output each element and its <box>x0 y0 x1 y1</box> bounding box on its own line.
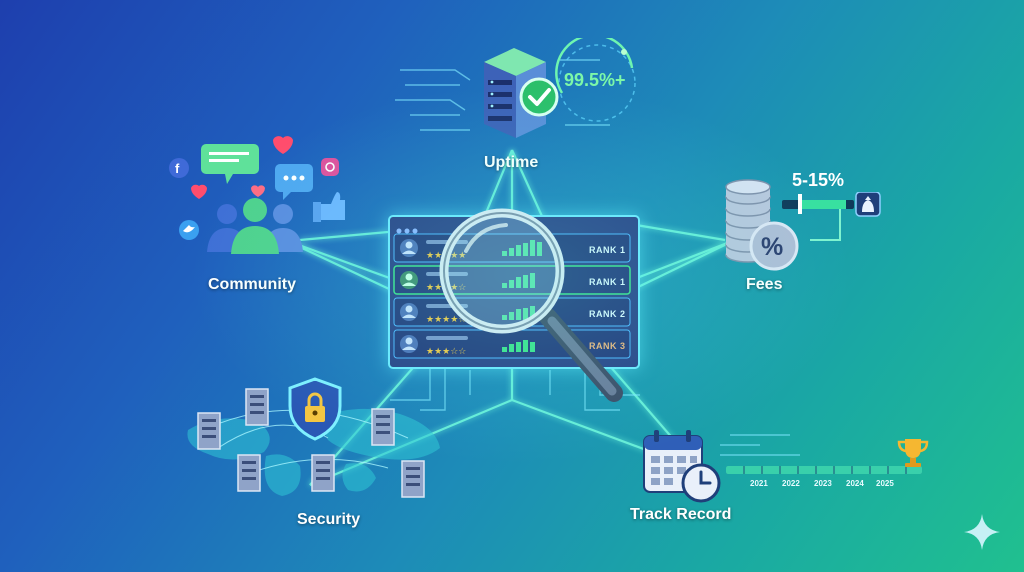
rank-label: RANK 2 <box>589 309 626 319</box>
sparkle-icon <box>964 514 1000 550</box>
timeline-year: 2021 <box>750 479 768 488</box>
timeline-bar <box>726 466 922 474</box>
rank-label: RANK 1 <box>589 245 626 255</box>
uptime-label: Uptime <box>484 154 539 171</box>
money-bag-icon <box>862 196 874 212</box>
community-illustration: f <box>169 136 345 254</box>
svg-text:f: f <box>175 161 180 176</box>
check-badge-icon <box>519 77 559 117</box>
svg-text:★★★★☆: ★★★★☆ <box>426 315 466 325</box>
svg-text:%: % <box>761 233 783 261</box>
server-icon <box>197 412 221 450</box>
timeline-year: 2022 <box>782 479 800 488</box>
timeline-year: 2024 <box>846 479 864 488</box>
uptime-value: 99.5%+ <box>564 70 626 90</box>
clock-icon <box>681 463 721 503</box>
fees-range-bar <box>782 192 881 241</box>
rank-label: RANK 3 <box>589 341 626 351</box>
facebook-icon <box>169 158 189 178</box>
shield-lock-icon <box>288 377 342 441</box>
window-controls <box>396 221 426 234</box>
people-icon <box>207 198 303 254</box>
rank-label: RANK 1 <box>589 277 626 287</box>
uptime-gauge <box>555 38 636 122</box>
instagram-icon <box>321 158 339 176</box>
timeline-year: 2023 <box>814 479 832 488</box>
track-record-label: Track Record <box>630 506 732 523</box>
svg-text:★★★☆☆: ★★★☆☆ <box>426 347 466 357</box>
chat-bubble-icon <box>201 144 313 200</box>
security-label: Security <box>297 511 361 528</box>
magnifier-icon <box>439 208 623 402</box>
community-label: Community <box>208 276 296 293</box>
heart-icon <box>273 136 293 154</box>
fees-value: 5-15% <box>792 170 845 190</box>
trophy-icon <box>897 439 929 467</box>
percent-icon: % <box>749 221 799 271</box>
server-cluster-icon <box>197 388 425 498</box>
timeline-year: 2025 <box>876 479 894 488</box>
thumbs-up-icon <box>313 192 345 222</box>
fees-label: Fees <box>746 276 783 293</box>
